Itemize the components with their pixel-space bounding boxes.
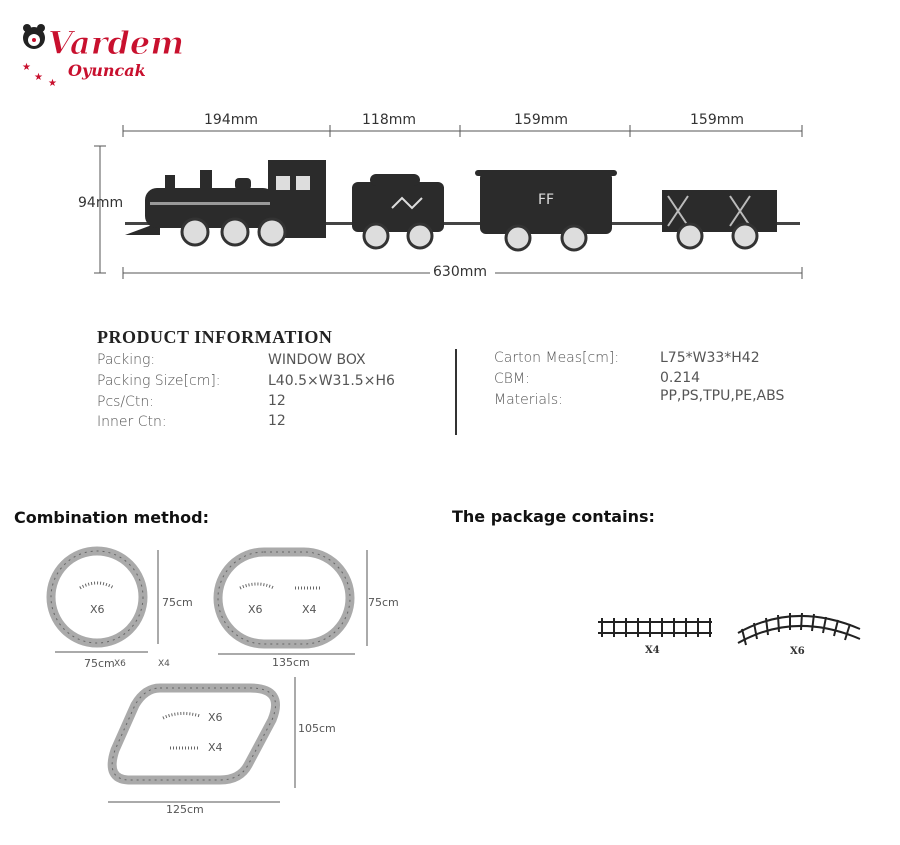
packing-size-label: Packing Size[cm]: xyxy=(97,373,221,389)
svg-text:Vardem: Vardem xyxy=(48,24,184,62)
materials-value: PP,PS,TPU,PE,ABS xyxy=(660,388,785,404)
train-illustration: FF xyxy=(125,160,800,252)
dimension-lines xyxy=(94,125,803,279)
wagon xyxy=(662,190,777,250)
svg-text:★: ★ xyxy=(34,72,43,83)
pcs-ctn-value: 12 xyxy=(268,393,286,409)
carton-meas-label: Carton Meas[cm]: xyxy=(494,350,620,366)
svg-text:Oyuncak: Oyuncak xyxy=(68,61,146,80)
svg-text:FF: FF xyxy=(538,192,554,208)
straight-track-icon xyxy=(598,618,712,637)
oval-curve-count: X6 xyxy=(248,603,263,616)
inner-ctn-value: 12 xyxy=(268,413,286,429)
large-oval-curve-count: X6 xyxy=(208,711,223,724)
cbm-label: CBM: xyxy=(494,371,530,387)
curved-track-icon xyxy=(737,612,861,646)
oval-height: 75cm xyxy=(368,596,399,609)
inner-ctn-label: Inner Ctn: xyxy=(97,414,167,430)
materials-label: Materials: xyxy=(494,392,563,408)
large-oval-straight-count: X4 xyxy=(208,741,223,754)
package-tracks xyxy=(598,612,861,646)
dim-wagon: 159mm xyxy=(690,112,744,128)
pcs-ctn-label: Pcs/Ctn: xyxy=(97,394,155,410)
logo-mark: Vardem Oyuncak ★ ★ ★ xyxy=(22,24,185,90)
circle-width-suffix: X6 xyxy=(114,659,126,669)
packing-value: WINDOW BOX xyxy=(268,352,366,368)
large-oval-height: 105cm xyxy=(298,722,336,735)
brand-logo: Vardem Oyuncak ★ ★ ★ xyxy=(14,12,185,92)
cbm-value: 0.214 xyxy=(660,370,701,386)
info-divider xyxy=(455,349,457,435)
product-info-title: PRODUCT INFORMATION xyxy=(97,327,333,347)
dim-height: 94mm xyxy=(78,195,124,211)
circle-height: 75cm xyxy=(162,596,193,609)
large-oval-width: 125cm xyxy=(166,803,204,816)
straight-track-count: X4 xyxy=(645,645,660,656)
combination-diagrams xyxy=(46,546,368,803)
combination-title: Combination method: xyxy=(14,508,210,527)
dim-locomotive: 194mm xyxy=(204,112,258,128)
oval-width: 135cm xyxy=(272,656,310,669)
circle-width: 75cm xyxy=(84,657,115,670)
tender xyxy=(352,174,444,250)
svg-text:★: ★ xyxy=(48,78,57,89)
locomotive xyxy=(125,160,326,247)
svg-text:★: ★ xyxy=(22,62,31,73)
dim-tender: 118mm xyxy=(362,112,416,128)
caboose: FF xyxy=(475,170,617,252)
curved-track-count: X6 xyxy=(790,646,805,657)
dim-caboose: 159mm xyxy=(514,112,568,128)
circle-curve-count: X6 xyxy=(90,603,105,616)
carton-meas-value: L75*W33*H42 xyxy=(660,350,760,366)
packing-size-value: L40.5×W31.5×H6 xyxy=(268,373,395,389)
dim-total-length: 630mm xyxy=(433,264,487,280)
circle-straight-note: X4 xyxy=(158,659,170,669)
oval-straight-count: X4 xyxy=(302,603,317,616)
package-title: The package contains: xyxy=(452,507,655,526)
packing-label: Packing: xyxy=(97,352,156,368)
